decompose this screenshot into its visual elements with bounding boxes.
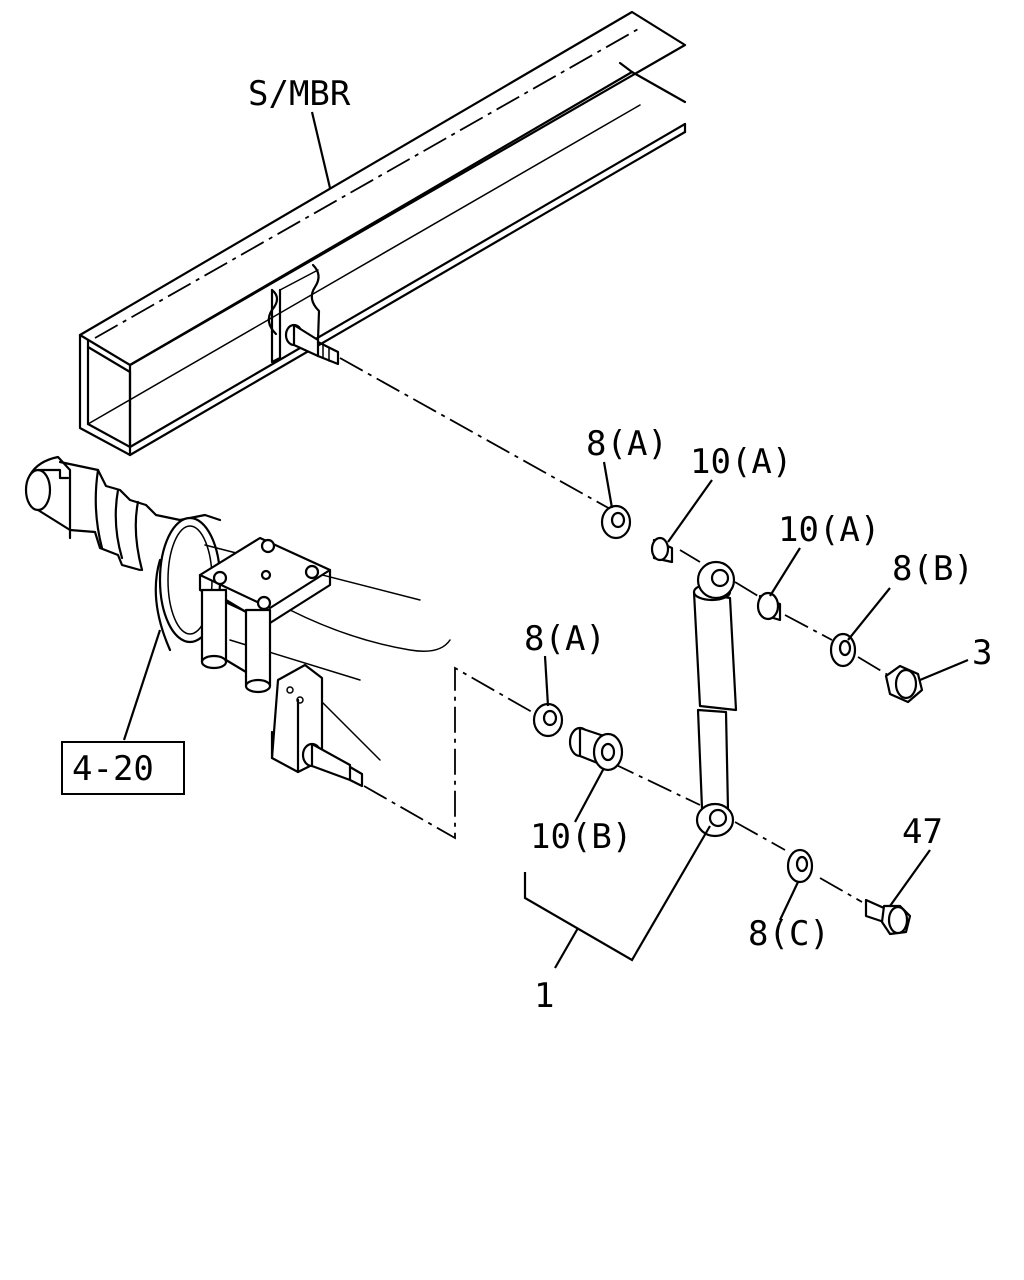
label-bushing-10b: 10(B) (530, 817, 632, 857)
lateral-rod (692, 560, 738, 838)
center-line-upper-4 (784, 614, 833, 641)
bushing-10a-upper (650, 536, 674, 564)
label-side-member: S/MBR (248, 74, 351, 114)
washer-8b (829, 632, 857, 668)
label-washer-8c: 8(C) (748, 914, 830, 954)
center-line-lower (363, 666, 533, 840)
bushing-10b (568, 726, 624, 772)
center-line-upper (339, 357, 613, 511)
washer-8a-lower (532, 702, 564, 738)
label-bushing-10a-right: 10(A) (778, 510, 880, 550)
side-member-frame (78, 10, 687, 457)
nut-3 (884, 664, 924, 704)
center-line-lower-4 (819, 877, 863, 903)
label-reference-4-20: 4-20 (72, 749, 154, 789)
label-bolt-47: 47 (902, 812, 943, 852)
bushing-10a-right (756, 591, 782, 622)
center-line-lower-2 (609, 761, 701, 806)
bolt-47 (864, 898, 912, 936)
center-line-upper-3 (734, 581, 759, 597)
washer-8a-upper (600, 504, 632, 540)
leader-lines (122, 111, 969, 969)
label-washer-8a-upper: 8(A) (586, 424, 668, 464)
axle-housing (24, 455, 451, 788)
reference-box (61, 741, 185, 795)
label-washer-8a-lower: 8(A) (524, 619, 606, 659)
washer-8c (786, 848, 814, 884)
label-rod-1: 1 (534, 976, 554, 1016)
center-line-upper-2 (679, 549, 701, 563)
label-washer-8b: 8(B) (892, 549, 974, 589)
center-line-lower-3 (734, 821, 786, 851)
label-bushing-10a-upper: 10(A) (690, 442, 792, 482)
center-line-upper-5 (857, 656, 889, 676)
label-nut-3: 3 (972, 633, 992, 673)
